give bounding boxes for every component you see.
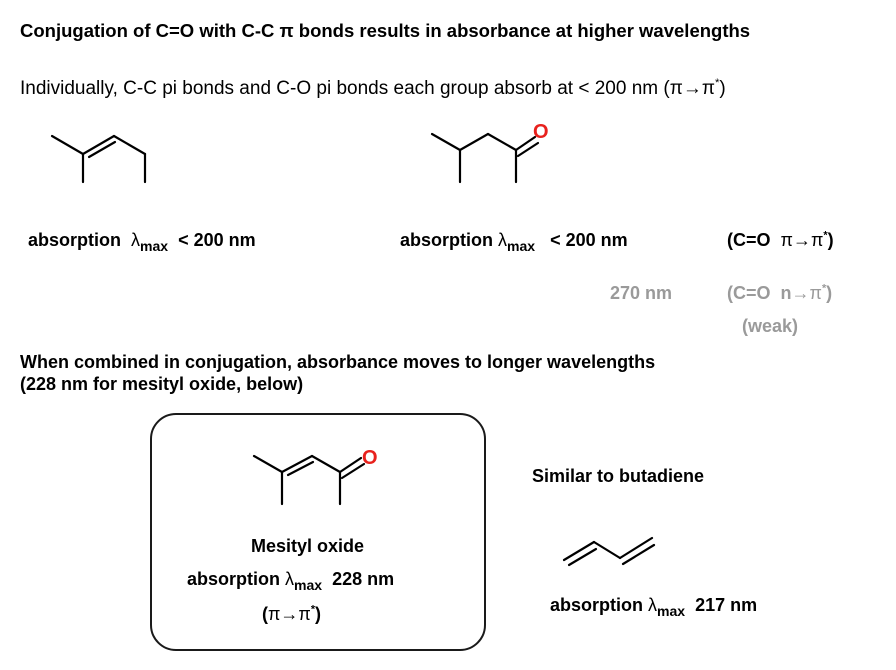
ketone-value-2: 270 nm bbox=[610, 283, 673, 303]
butadiene-lambda-sub: max bbox=[657, 602, 686, 619]
mesityl-transition-close: ) bbox=[315, 604, 322, 624]
intro-pi-star: π bbox=[701, 78, 715, 99]
intro-main: Individually, C-C pi bonds and C-O pi bo… bbox=[20, 78, 670, 99]
mesityl-value: 228 nm bbox=[332, 569, 395, 589]
transition1-pi: π bbox=[780, 230, 793, 250]
butadiene-caption: Similar to butadiene bbox=[532, 466, 705, 486]
mesityl-transition-arrow: → bbox=[280, 604, 299, 624]
intro-arrow: → bbox=[682, 78, 702, 99]
mesityl-name: Mesityl oxide bbox=[251, 536, 365, 556]
ketone-lambda: λ bbox=[498, 230, 508, 250]
butadiene-structure bbox=[562, 536, 656, 567]
alkene-absorption-label: absorption λmax < 200 nm bbox=[28, 230, 256, 254]
intro-star: * bbox=[714, 77, 720, 90]
transition2-arrow: → bbox=[791, 283, 810, 303]
ketone-structure: O bbox=[430, 121, 549, 184]
intro-pi: π bbox=[669, 78, 683, 99]
ketone-absorption-word: absorption bbox=[400, 230, 493, 250]
ketone-transition-pi: (C=O π→π*) bbox=[727, 230, 834, 251]
mesityl-lambda-sub: max bbox=[294, 576, 323, 593]
butadiene-lambda: λ bbox=[648, 595, 658, 615]
ketone-oxygen: O bbox=[533, 121, 549, 143]
ketone-transition-n: (C=O n→π*) bbox=[727, 283, 832, 304]
transition1-close: ) bbox=[827, 230, 834, 250]
transition1-open: (C=O bbox=[727, 230, 771, 250]
weak-note: (weak) bbox=[742, 316, 799, 336]
transition2-close: ) bbox=[826, 283, 833, 303]
mesityl-oxide-box bbox=[150, 413, 486, 651]
mesityl-lambda: λ bbox=[285, 569, 295, 589]
intro-text: Individually, C-C pi bonds and C-O pi bo… bbox=[20, 77, 726, 100]
mesityl-oxide-structure: O bbox=[252, 447, 378, 506]
ketone-lambda-sub: max bbox=[507, 237, 536, 254]
transition2-open: (C=O bbox=[727, 283, 771, 303]
alkene-structure bbox=[50, 134, 147, 184]
intro-close: ) bbox=[719, 78, 726, 99]
mesityl-transition-pi-star: π bbox=[298, 604, 311, 624]
ketone-absorption-label: absorption λmax < 200 nm bbox=[400, 230, 628, 254]
mesityl-absorption-label: absorption λmax 228 nm bbox=[187, 569, 395, 593]
page-title: Conjugation of C=O with C-C π bonds resu… bbox=[20, 20, 751, 41]
transition2-pi-star: π bbox=[809, 283, 822, 303]
transition1-star: * bbox=[823, 229, 828, 242]
mesityl-absorption-word: absorption bbox=[187, 569, 280, 589]
combined-line-1: When combined in conjugation, absorbance… bbox=[20, 352, 656, 372]
mesityl-oxygen: O bbox=[362, 447, 378, 469]
combined-line-2: (228 nm for mesityl oxide, below) bbox=[20, 374, 304, 394]
transition1-arrow: → bbox=[792, 230, 811, 250]
transition2-star: * bbox=[821, 282, 827, 295]
alkene-lambda: λ bbox=[131, 230, 141, 250]
alkene-lambda-sub: max bbox=[140, 237, 169, 254]
butadiene-absorption-label: absorption λmax 217 nm bbox=[550, 595, 758, 619]
ketone-value: < 200 nm bbox=[550, 230, 628, 250]
butadiene-value: 217 nm bbox=[695, 595, 758, 615]
mesityl-transition: (π→π*) bbox=[262, 604, 321, 625]
mesityl-transition-open: ( bbox=[262, 604, 268, 624]
butadiene-absorption-word: absorption bbox=[550, 595, 643, 615]
mesityl-transition-star: * bbox=[310, 603, 316, 616]
alkene-value: < 200 nm bbox=[178, 230, 256, 250]
alkene-absorption-word: absorption bbox=[28, 230, 121, 250]
mesityl-transition-pi: π bbox=[268, 604, 281, 624]
transition1-pi-star: π bbox=[810, 230, 824, 250]
transition2-n: n bbox=[780, 283, 792, 303]
